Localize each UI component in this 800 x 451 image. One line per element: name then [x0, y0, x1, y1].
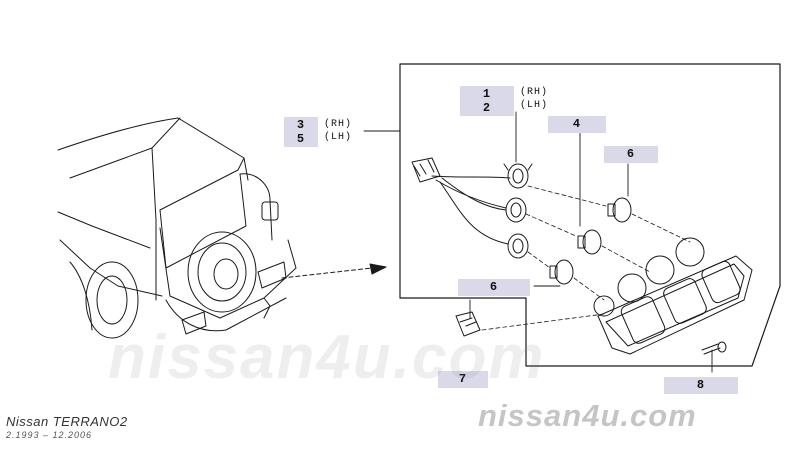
- callout-3-5[interactable]: 3 5: [284, 117, 318, 147]
- callout-1-2[interactable]: 1 2: [460, 86, 514, 116]
- retainer-clip: [455, 311, 481, 337]
- callout-6-lower[interactable]: 6: [458, 279, 530, 296]
- lamp-body: [593, 237, 753, 355]
- bulb-middle: [577, 229, 602, 255]
- screw: [701, 341, 727, 355]
- assembly-dashes: [481, 185, 691, 331]
- watermark-corner: nissan4u.com: [478, 398, 697, 433]
- callout-6-upper[interactable]: 6: [604, 146, 658, 163]
- callout-1-label: 1: [482, 87, 492, 101]
- callout-1-2-sides: (RH) (LH): [520, 86, 548, 112]
- callout-3-5-sides: (RH) (LH): [324, 118, 352, 144]
- watermark-main: nissan4u.com: [108, 323, 546, 392]
- bulb-upper: [607, 197, 632, 223]
- callout-4[interactable]: 4: [548, 116, 606, 133]
- bulb-lower: [549, 259, 574, 285]
- callout-3-label: 3: [296, 118, 306, 132]
- rh-label: (RH): [520, 87, 549, 98]
- socket-lower: [507, 233, 529, 259]
- callout-8[interactable]: 8: [664, 377, 738, 394]
- socket-upper: [503, 163, 533, 189]
- vehicle-rear-view: [57, 117, 387, 339]
- rh-label: (RH): [324, 119, 353, 130]
- lh-label: (LH): [324, 132, 353, 143]
- caption-years: 2.1993 – 12.2006: [6, 430, 93, 440]
- callout-2-label: 2: [482, 101, 492, 115]
- caption-model: Nissan TERRANO2: [6, 414, 128, 429]
- parts-frame: [399, 63, 781, 367]
- leader-lines: [363, 111, 713, 373]
- callout-5-label: 5: [296, 132, 306, 146]
- lh-label: (LH): [520, 100, 549, 111]
- socket-middle: [505, 197, 527, 223]
- socket-harness: [411, 157, 533, 259]
- callout-7[interactable]: 7: [438, 371, 488, 388]
- bulbs: [549, 197, 632, 285]
